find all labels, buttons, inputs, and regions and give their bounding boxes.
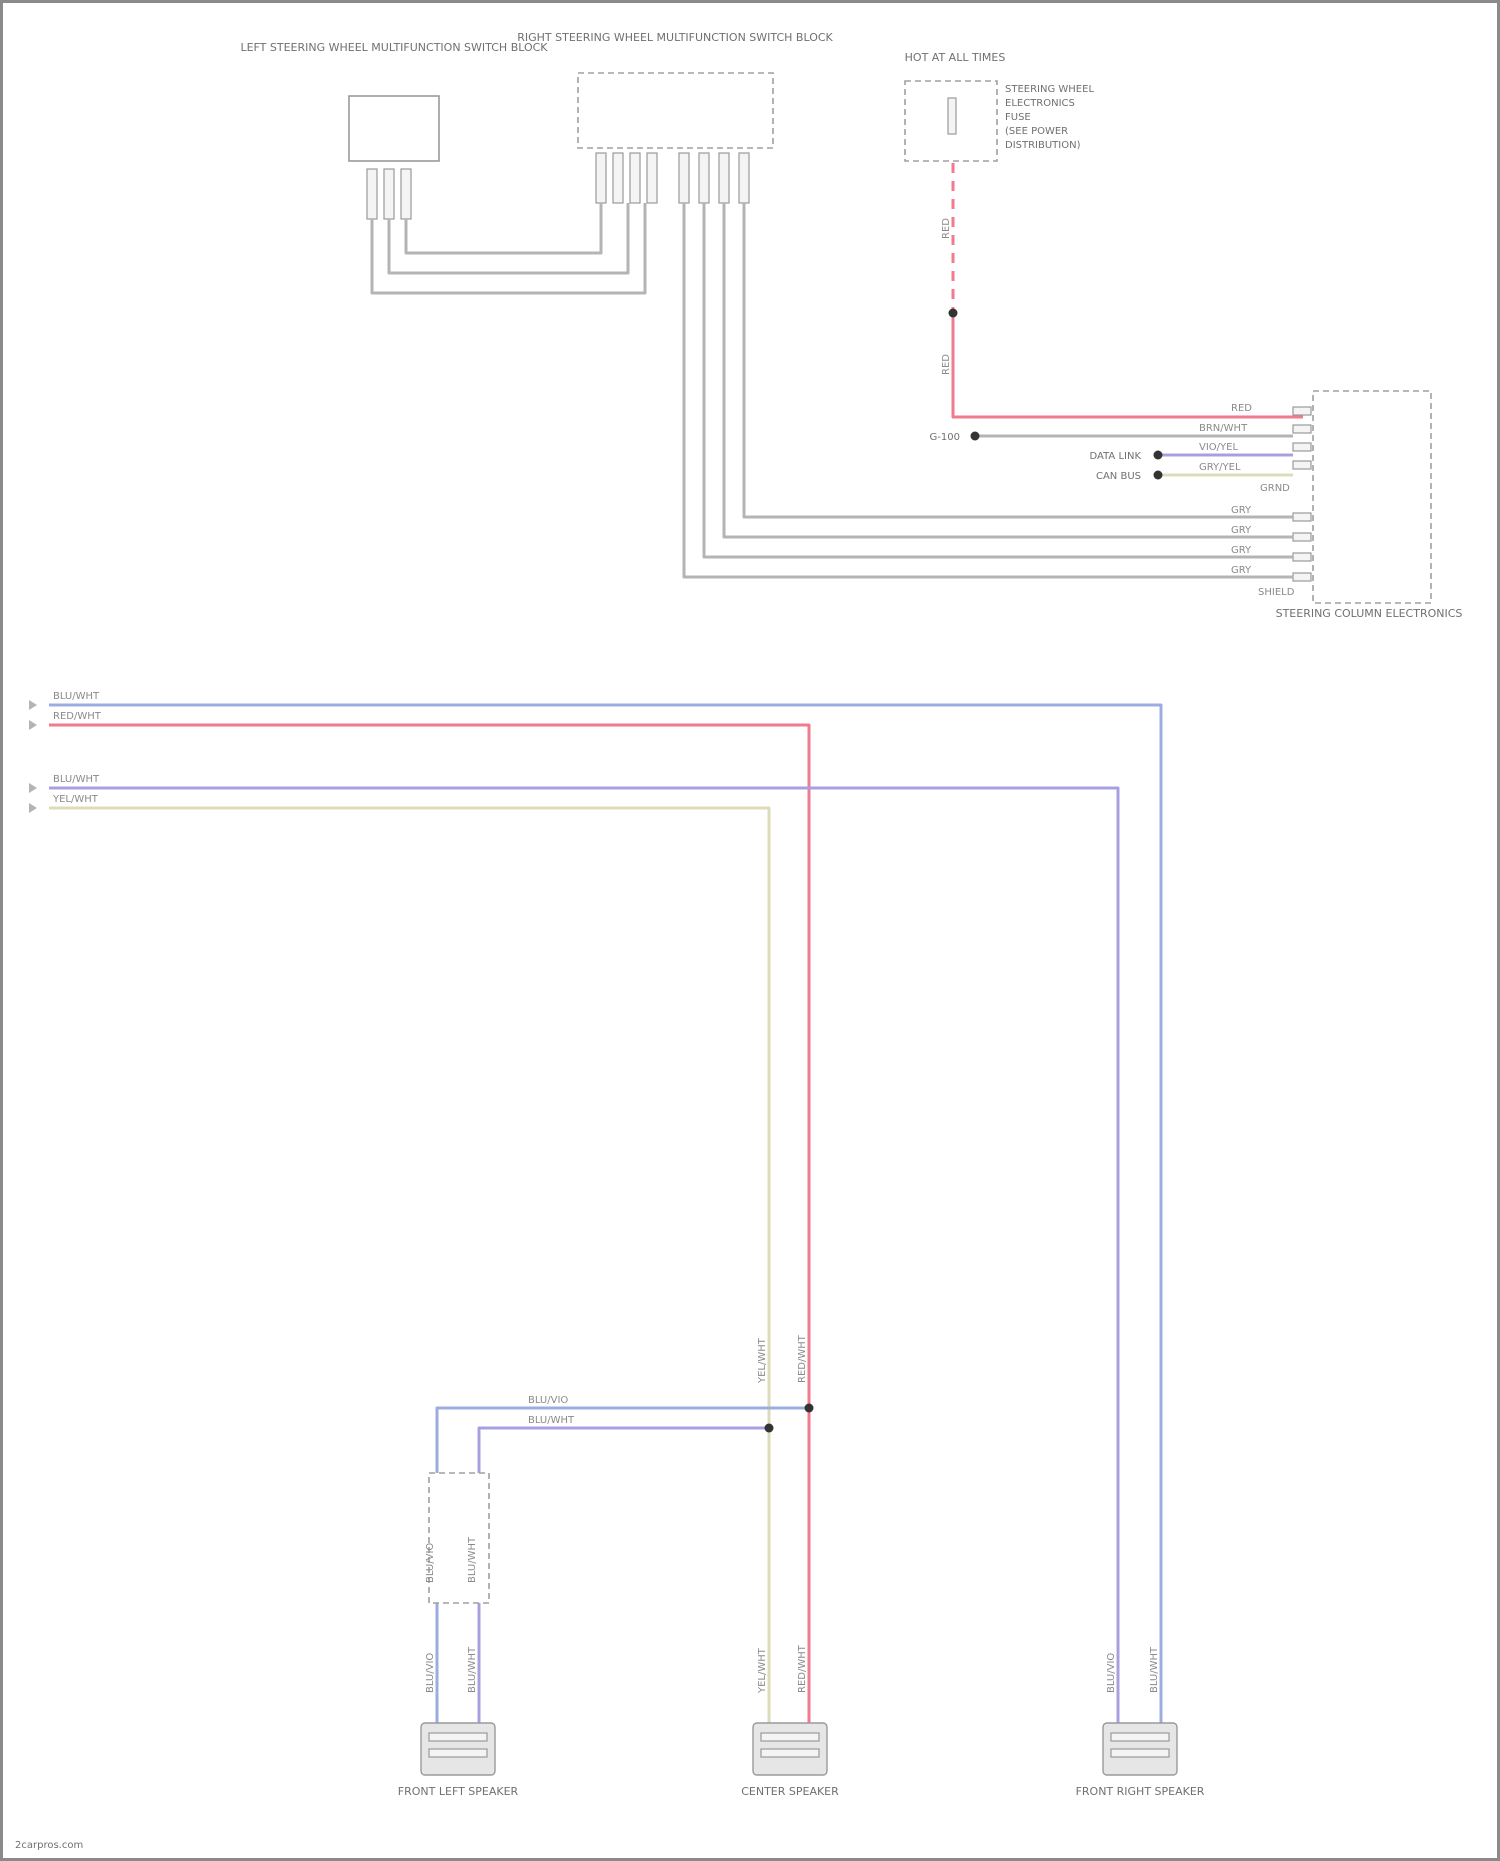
wire-label: YEL/WHT [757,1647,768,1694]
left-switch-block: LEFT STEERING WHEEL MULTIFUNCTION SWITCH… [240,41,548,219]
lower-bus-wires: BLU/WHT RED/WHT BLU/WHT YEL/WHT BLU/VIO … [29,691,1161,1723]
wire-label: BRN/WHT [1199,423,1248,434]
front-right-speaker-label: FRONT RIGHT SPEAKER [1076,1785,1205,1798]
fuse-note: (SEE POWER [1005,126,1068,137]
wire-label: BLU/VIO [425,1653,436,1693]
wire-label: BLU/VIO [425,1543,436,1583]
steering-column-module-body [1313,391,1431,603]
fuse-box: HOT AT ALL TIMES STEERING WHEEL ELECTRON… [905,51,1095,161]
hot-at-all-times-label: HOT AT ALL TIMES [905,51,1006,64]
left-switch-block-body [349,96,439,161]
wire-label: BLU/VIO [1106,1653,1117,1693]
front-left-speaker-label: FRONT LEFT SPEAKER [398,1785,519,1798]
speaker-pin-row [1111,1749,1169,1757]
wire-label: BLU/VIO [528,1395,568,1406]
center-speaker: CENTER SPEAKER [741,1723,839,1798]
switch-interconnect-wires [372,203,645,293]
right-switch-pin [630,153,640,203]
fuse-note: STEERING WHEEL [1005,84,1094,95]
right-switch-pin [739,153,749,203]
wire-label: GRY [1231,525,1252,536]
module-pin [1293,443,1311,451]
switch-to-module-wires: GRY GRY GRY GRY SHIELD [684,203,1295,598]
right-switch-block-body [578,73,773,148]
ground-label: G-100 [930,432,960,443]
wire-label: RED/WHT [797,1644,808,1693]
front-right-speaker: FRONT RIGHT SPEAKER [1076,1723,1205,1798]
right-switch-pin [679,153,689,203]
module-pin [1293,425,1311,433]
speaker-pin-row [429,1733,487,1741]
module-pin [1293,533,1311,541]
speaker-pin-row [761,1749,819,1757]
wiring-diagram: LEFT STEERING WHEEL MULTIFUNCTION SWITCH… [3,3,1497,1858]
left-switch-pin [401,169,411,219]
module-pin [1293,461,1311,469]
wire-label: GRND [1260,483,1290,494]
right-switch-pin [647,153,657,203]
wire-label: BLU/WHT [53,691,100,702]
fuse-element [948,98,956,134]
wire-label: BLU/WHT [53,774,100,785]
wire-label: BLU/WHT [528,1415,575,1426]
wire-label: VIO/YEL [1199,442,1238,453]
wire-label: RED [941,218,952,239]
module-pin [1293,513,1311,521]
wire-label: BLU/WHT [1149,1646,1160,1693]
wire-label: RED/WHT [797,1334,808,1383]
wire-label: SHIELD [1258,587,1295,598]
fuse-note: DISTRIBUTION) [1005,140,1081,151]
wire-label: GRY [1231,565,1252,576]
right-switch-pin [699,153,709,203]
left-switch-pin [384,169,394,219]
right-switch-block: RIGHT STEERING WHEEL MULTIFUNCTION SWITC… [517,31,833,203]
right-switch-pin [719,153,729,203]
watermark: 2carpros.com [15,1840,83,1851]
module-pin [1293,407,1311,415]
right-switch-pin [613,153,623,203]
wire-label: YEL/WHT [757,1337,768,1384]
wire-label: RED/WHT [53,711,102,722]
speaker-pin-row [429,1749,487,1757]
left-switch-block-label: LEFT STEERING WHEEL MULTIFUNCTION SWITCH… [240,41,548,54]
wire-label: GRY [1231,545,1252,556]
data-link-label: DATA LINK [1090,451,1142,462]
wire-label: GRY/YEL [1199,462,1241,473]
module-pin [1293,573,1311,581]
module-pin [1293,553,1311,561]
speaker-pin-row [761,1733,819,1741]
wire-label: RED [1231,403,1252,414]
left-switch-pin [367,169,377,219]
wire-label: BLU/WHT [467,1536,478,1583]
canbus-label: CAN BUS [1096,471,1141,482]
fuse-note: FUSE [1005,112,1031,123]
inline-connector [429,1473,489,1603]
red-supply-wire: RED RED [941,163,1303,417]
right-switch-pin [596,153,606,203]
front-left-speaker: FRONT LEFT SPEAKER [398,1723,519,1798]
steering-column-module-label: STEERING COLUMN ELECTRONICS [1276,607,1463,620]
wire-label: GRY [1231,505,1252,516]
right-switch-block-label: RIGHT STEERING WHEEL MULTIFUNCTION SWITC… [517,31,833,44]
center-speaker-label: CENTER SPEAKER [741,1785,839,1798]
fuse-note: ELECTRONICS [1005,98,1075,109]
speaker-pin-row [1111,1733,1169,1741]
wire-label: YEL/WHT [52,794,99,805]
steering-column-module: STEERING COLUMN ELECTRONICS [1276,391,1463,620]
wire-label: BLU/WHT [467,1646,478,1693]
wire-label: RED [941,354,952,375]
